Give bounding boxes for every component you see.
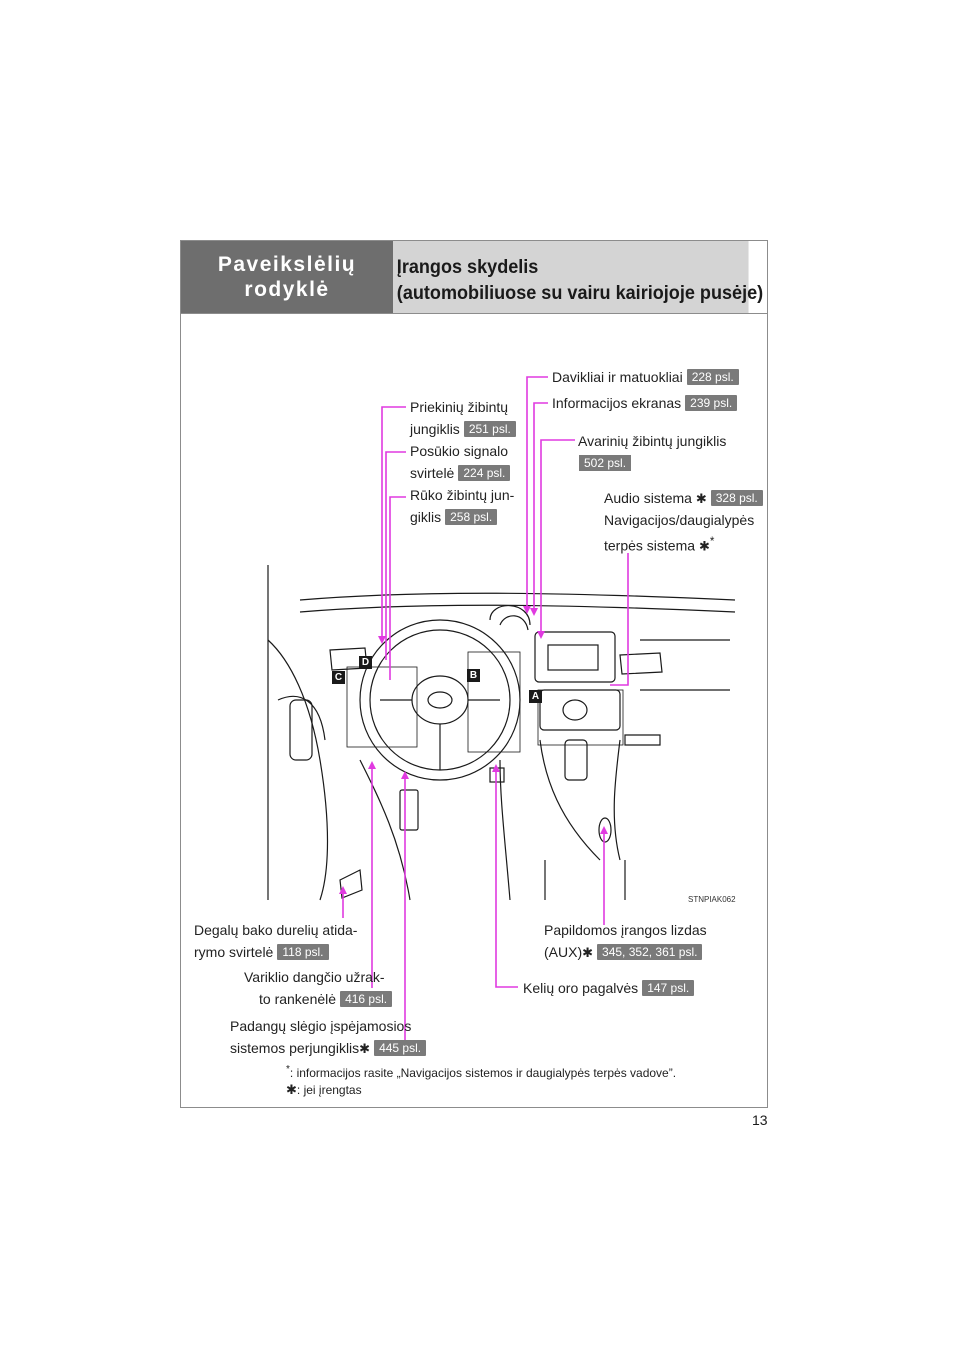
callout-navigation: terpės sistema ✱* (604, 531, 714, 558)
callout-audio-line1: Audio sistema (604, 490, 692, 506)
area-marker-c: C (332, 671, 345, 684)
callout-aux-page[interactable]: 345, 352, 361 psl. (597, 944, 703, 960)
section-tab: Paveikslėlių rodyklė (181, 241, 393, 313)
callout-audio-line3: terpės sistema (604, 537, 696, 554)
callout-hazard-label: Avarinių žibintų jungiklis (578, 433, 727, 449)
callout-headlight-line1: Priekinių žibintų (410, 399, 509, 415)
page-title-line2: (automobiliuose su vairu kairiojoje pusė… (396, 283, 764, 304)
callout-knee-airbag-page[interactable]: 147 psl. (642, 980, 695, 996)
page-number: 13 (752, 1112, 768, 1128)
callout-turn-signal-page[interactable]: 224 psl. (458, 465, 511, 481)
callout-audio-line2: Navigacijos/daugialypės (604, 512, 755, 528)
illustration-code: STNPIAK062 (688, 895, 736, 904)
callout-turn-signal-line2: svirtelė (410, 465, 455, 481)
callout-fuel-door-line1: Degalų bako durelių atida- (194, 922, 358, 938)
callout-hood-line1: Variklio dangčio užrak- (244, 969, 385, 985)
callout-aux-line1: Papildomos įrangos lizdas (544, 922, 707, 938)
callout-tpws-line1: Padangų slėgio įspėjamosios (230, 1018, 412, 1034)
page-frame (180, 240, 768, 1108)
section-tab-line1: Paveikslėlių (217, 253, 357, 276)
callout-turn-signal-line1: Posūkio signalo (410, 443, 509, 459)
callout-audio-page[interactable]: 328 psl. (710, 490, 763, 506)
footnote-navigation: *: informacijos rasite „Navigacijos sist… (286, 1062, 676, 1081)
asterisk-icon: ✱ (582, 945, 594, 960)
callout-lines (342, 376, 629, 1040)
dashboard-drawing (267, 565, 736, 901)
footnote-optional: ✱: jei įrengtas (286, 1082, 362, 1098)
header-divider (181, 313, 767, 314)
asterisk-icon: ✱ (698, 538, 710, 554)
asterisk-icon: ✱ (695, 491, 707, 506)
callout-tpws-line2: sistemos perjungiklis (230, 1040, 360, 1056)
area-marker-d: D (359, 656, 372, 669)
callout-arrowheads (339, 606, 608, 894)
callout-headlight-page[interactable]: 251 psl. (463, 421, 516, 437)
footnote-navigation-text: : informacijos rasite „Navigacijos siste… (289, 1066, 677, 1080)
callout-gauges-page[interactable]: 228 psl. (686, 369, 739, 385)
callout-aux-line2: (AUX) (544, 944, 583, 960)
callout-gauges-label: Davikliai ir matuokliai (552, 369, 683, 385)
callout-fog-light-line1: Rūko žibintų jun- (410, 487, 515, 503)
callout-tpws: sistemos perjungiklis✱445 psl. (230, 1037, 427, 1060)
area-marker-b: B (467, 669, 480, 682)
section-tab-line2: rodyklė (244, 278, 330, 301)
callout-hazard-page[interactable]: 502 psl. (579, 455, 632, 471)
page-title-line1: Įrangos skydelis (396, 257, 539, 278)
asterisk-icon: * (286, 1064, 290, 1075)
callout-fuel-door-page[interactable]: 118 psl. (277, 944, 329, 960)
callout-knee-airbag-label: Kelių oro pagalvės (523, 980, 639, 996)
callout-fuel-door-line2: rymo svirtelė (194, 944, 274, 960)
area-marker-a: A (529, 690, 542, 703)
callout-info-display-page[interactable]: 239 psl. (685, 395, 738, 411)
callout-tpws-page[interactable]: 445 psl. (374, 1040, 427, 1056)
callout-hood-line2: to rankenėlė (259, 991, 337, 1007)
callout-info-display-label: Informacijos ekranas (552, 395, 682, 411)
callout-fog-light-line2: giklis (410, 509, 442, 525)
page-title: Įrangos skydelis (automobiliuose su vair… (393, 241, 764, 313)
callout-headlight-line2: jungiklis (410, 421, 460, 437)
footnote-optional-text: : jei įrengtas (296, 1083, 362, 1097)
asterisk-icon: * (709, 535, 715, 548)
asterisk-icon: ✱ (359, 1041, 371, 1056)
callout-aux: (AUX)✱345, 352, 361 psl. (544, 941, 703, 964)
callout-fog-light-page[interactable]: 258 psl. (445, 509, 498, 525)
callout-hood-page[interactable]: 416 psl. (340, 991, 393, 1007)
asterisk-icon: ✱ (286, 1082, 297, 1097)
callout-audio: Audio sistema ✱328 psl. (604, 487, 763, 510)
